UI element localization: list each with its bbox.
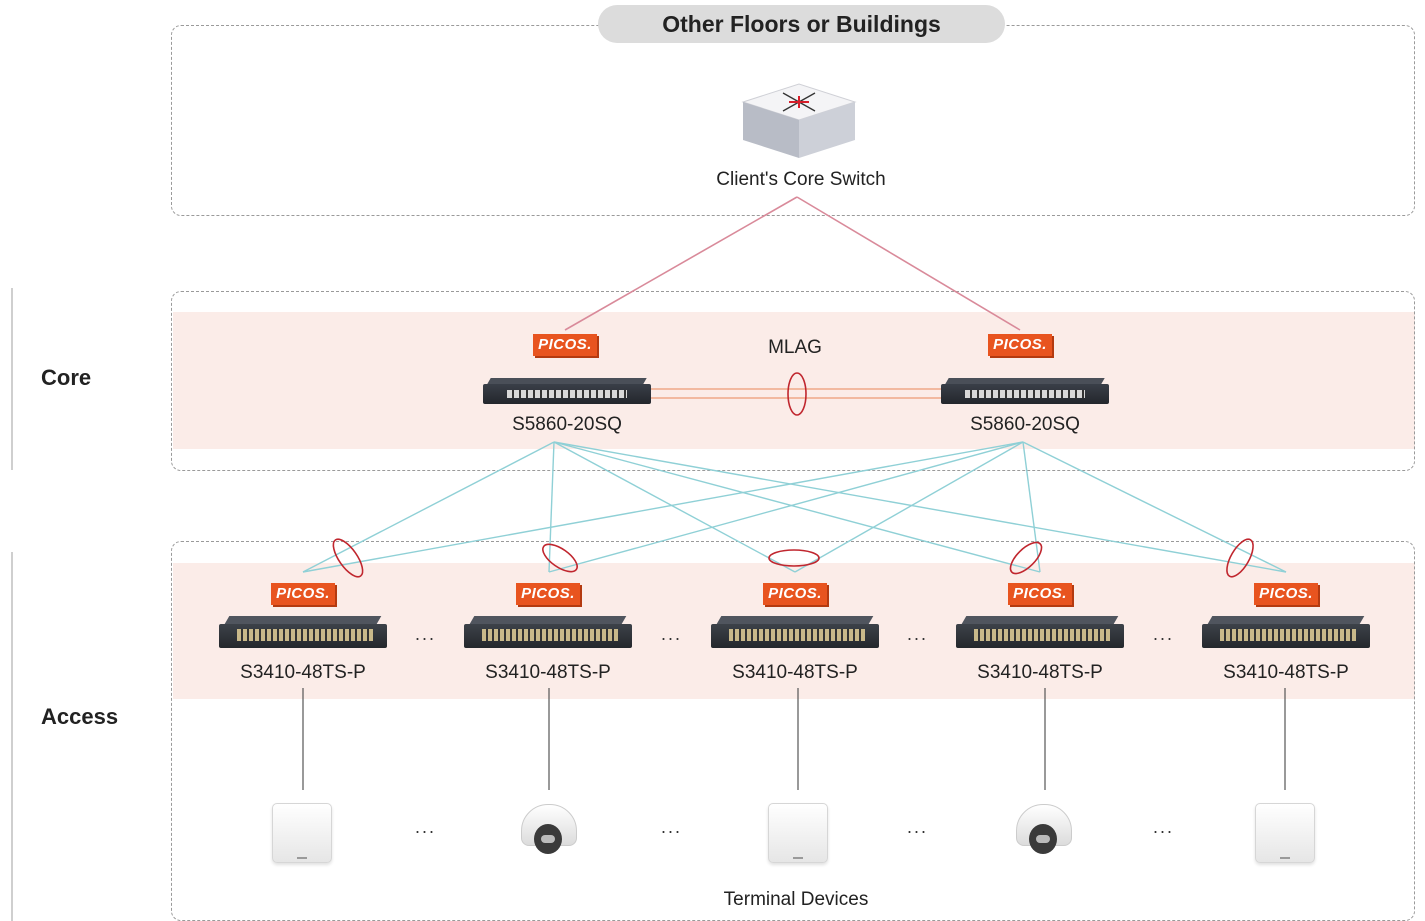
core-band: [173, 312, 1415, 449]
core-switch-2: [941, 378, 1109, 404]
downlinks: [302, 441, 1287, 573]
mlag-label: MLAG: [768, 337, 822, 358]
lag-ring-3: [768, 549, 820, 567]
access-switch-4-label: S3410-48TS-P: [977, 662, 1103, 683]
ellipsis: ···: [660, 628, 682, 648]
picos-logo: PICOS.: [1254, 583, 1318, 605]
picos-logo: PICOS.: [271, 583, 335, 605]
access-switch-5: [1202, 616, 1370, 648]
core-switch-2-label: S5860-20SQ: [970, 414, 1080, 435]
downlink-a3-2: [794, 441, 1024, 573]
access-switch-1-label: S3410-48TS-P: [240, 662, 366, 683]
access-lag-rings: [332, 538, 1254, 578]
downlink-a5-1: [553, 441, 1287, 573]
downlink-a1-1: [302, 441, 555, 573]
core-layer-label: Core: [41, 365, 92, 390]
downlink-a3-1: [553, 441, 796, 573]
picos-logo: PICOS.: [516, 583, 580, 605]
downlink-a5-2: [1022, 441, 1287, 573]
downlink-a1-2: [302, 441, 1024, 573]
downlink-a2-2: [548, 441, 1024, 573]
access-switch-5-label: S3410-48TS-P: [1223, 662, 1349, 683]
access-point-icon: [272, 803, 332, 863]
picos-logo: PICOS.: [763, 583, 827, 605]
access-point-icon: [768, 803, 828, 863]
ellipsis: ···: [660, 821, 682, 841]
picos-logo: PICOS.: [988, 334, 1052, 356]
mlag-links: [651, 388, 942, 399]
ellipsis: ···: [1152, 628, 1174, 648]
lag-ring-5: [1226, 538, 1254, 578]
downlink-a2-1: [548, 441, 555, 573]
device-links: [302, 688, 1286, 790]
core-switch-1: [483, 378, 651, 404]
mlag-lag-ring: [787, 372, 807, 416]
picos-logo: PICOS.: [1008, 583, 1072, 605]
lag-ring-4: [1009, 541, 1043, 575]
picos-logo: PICOS.: [533, 334, 597, 356]
uplinks: [564, 196, 1021, 331]
lag-ring-2: [542, 543, 578, 573]
core-switch-icon: [741, 83, 857, 158]
access-switch-1: [219, 616, 387, 648]
ellipsis: ···: [906, 821, 928, 841]
downlink-a4-2: [1022, 441, 1041, 573]
ellipsis: ···: [414, 628, 436, 648]
lag-ring-1: [332, 538, 364, 578]
uplink-right: [796, 196, 1021, 331]
access-switch-2: [464, 616, 632, 648]
access-layer-label: Access: [41, 704, 119, 729]
access-switch-3: [711, 616, 879, 648]
ellipsis: ···: [1152, 821, 1174, 841]
client-core-label: Client's Core Switch: [716, 169, 886, 190]
downlink-a4-1: [553, 441, 1041, 573]
core-switch-1-label: S5860-20SQ: [512, 414, 622, 435]
section-title: Other Floors or Buildings: [598, 5, 1005, 43]
access-switch-2-label: S3410-48TS-P: [485, 662, 611, 683]
terminal-devices-label: Terminal Devices: [723, 889, 869, 910]
core-layer-bar: [11, 288, 13, 470]
ellipsis: ···: [414, 821, 436, 841]
camera-icon: [517, 800, 579, 862]
access-switch-3-label: S3410-48TS-P: [732, 662, 858, 683]
access-layer-bar: [11, 552, 13, 921]
access-point-icon: [1255, 803, 1315, 863]
uplink-left: [564, 196, 798, 331]
core-section-box: [171, 291, 1415, 471]
access-switch-4: [956, 616, 1124, 648]
ellipsis: ···: [906, 628, 928, 648]
camera-icon: [1012, 800, 1074, 862]
